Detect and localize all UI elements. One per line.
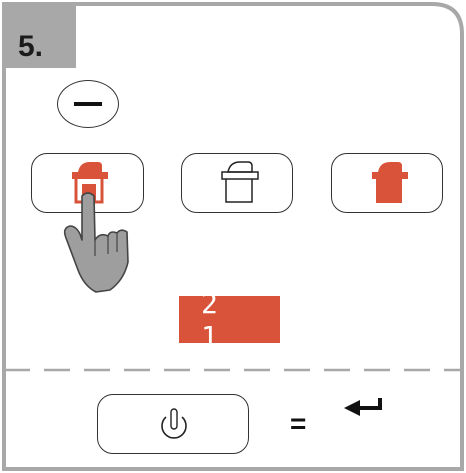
enter-arrow-icon <box>0 0 466 473</box>
